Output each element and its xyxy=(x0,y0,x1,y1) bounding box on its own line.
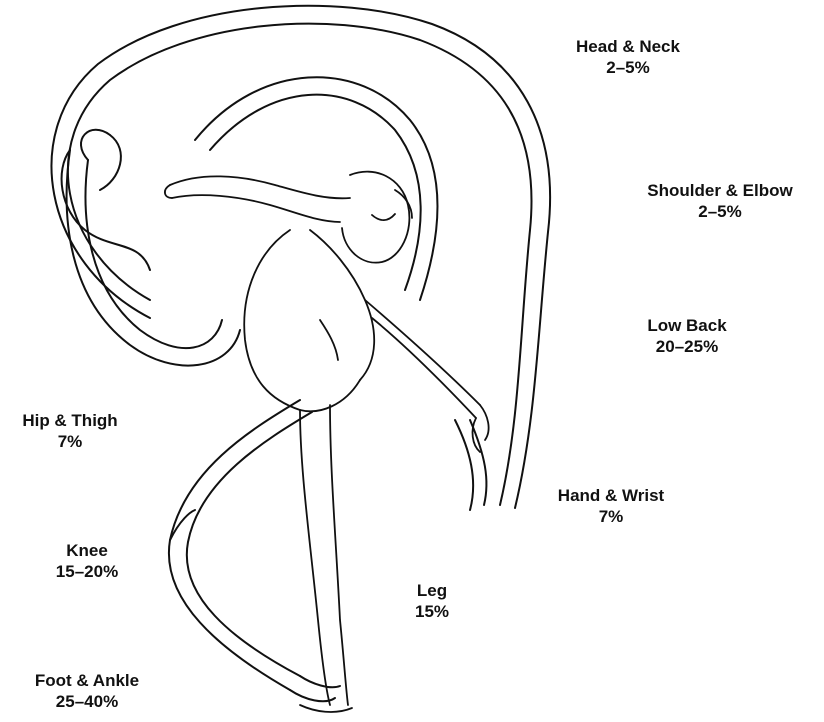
ribbon-end-right xyxy=(455,420,486,510)
label-low-back-value: 20–25% xyxy=(647,336,726,357)
label-shoulder-elbow-name: Shoulder & Elbow xyxy=(647,180,792,201)
label-knee: Knee 15–20% xyxy=(56,540,118,582)
label-hip-thigh-value: 7% xyxy=(22,431,117,452)
label-leg-name: Leg xyxy=(415,580,449,601)
label-hand-wrist-value: 7% xyxy=(558,506,664,527)
label-hip-thigh-name: Hip & Thigh xyxy=(22,410,117,431)
label-head-neck-name: Head & Neck xyxy=(576,36,680,57)
gymnast-figure xyxy=(165,172,489,712)
label-leg: Leg 15% xyxy=(415,580,449,622)
label-head-neck: Head & Neck 2–5% xyxy=(576,36,680,78)
label-knee-name: Knee xyxy=(56,540,118,561)
ribbon-lower-swirl xyxy=(169,400,340,701)
label-low-back-name: Low Back xyxy=(647,315,726,336)
label-leg-value: 15% xyxy=(415,601,449,622)
label-foot-ankle: Foot & Ankle 25–40% xyxy=(35,670,139,712)
label-shoulder-elbow-value: 2–5% xyxy=(647,201,792,222)
label-hand-wrist-name: Hand & Wrist xyxy=(558,485,664,506)
label-hip-thigh: Hip & Thigh 7% xyxy=(22,410,117,452)
label-knee-value: 15–20% xyxy=(56,561,118,582)
label-foot-ankle-value: 25–40% xyxy=(35,691,139,712)
label-head-neck-value: 2–5% xyxy=(576,57,680,78)
label-foot-ankle-name: Foot & Ankle xyxy=(35,670,139,691)
label-shoulder-elbow: Shoulder & Elbow 2–5% xyxy=(647,180,792,222)
label-low-back: Low Back 20–25% xyxy=(647,315,726,357)
label-hand-wrist: Hand & Wrist 7% xyxy=(558,485,664,527)
ribbon-inner-loop xyxy=(67,77,438,365)
